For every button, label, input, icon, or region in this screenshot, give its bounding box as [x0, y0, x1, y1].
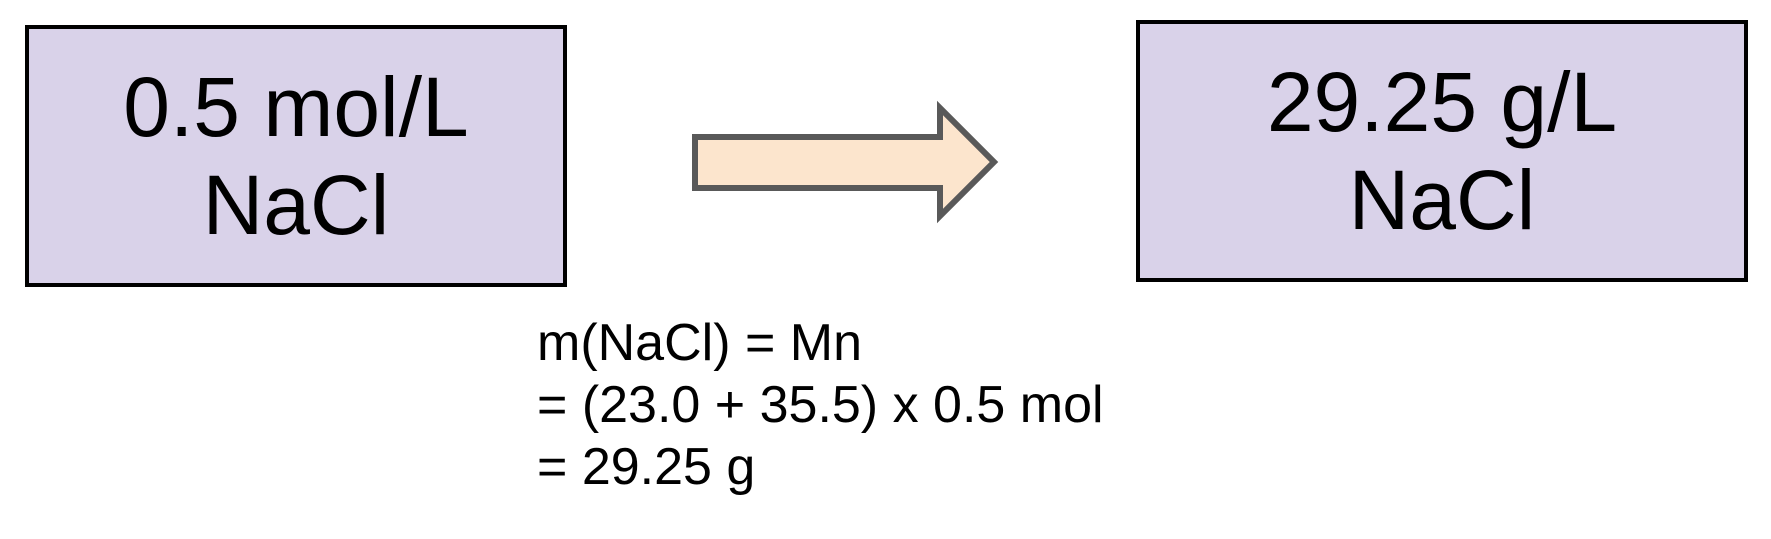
target-compound-label: NaCl	[1348, 153, 1536, 247]
source-compound-label: NaCl	[202, 158, 390, 252]
target-concentration-box: 29.25 g/L NaCl	[1136, 20, 1748, 282]
source-concentration-box: 0.5 mol/L NaCl	[25, 25, 567, 287]
right-arrow-icon	[690, 100, 1010, 230]
mass-calculation: m(NaCl) = Mn = (23.0 + 35.5) x 0.5 mol =…	[537, 312, 1104, 498]
right-arrow-shape	[692, 100, 999, 224]
formula-line-1: m(NaCl) = Mn	[537, 314, 863, 372]
formula-line-3: = 29.25 g	[537, 438, 756, 496]
target-concentration-value: 29.25 g/L	[1266, 55, 1618, 149]
source-concentration-value: 0.5 mol/L	[123, 60, 469, 154]
formula-line-2: = (23.0 + 35.5) x 0.5 mol	[537, 376, 1104, 434]
